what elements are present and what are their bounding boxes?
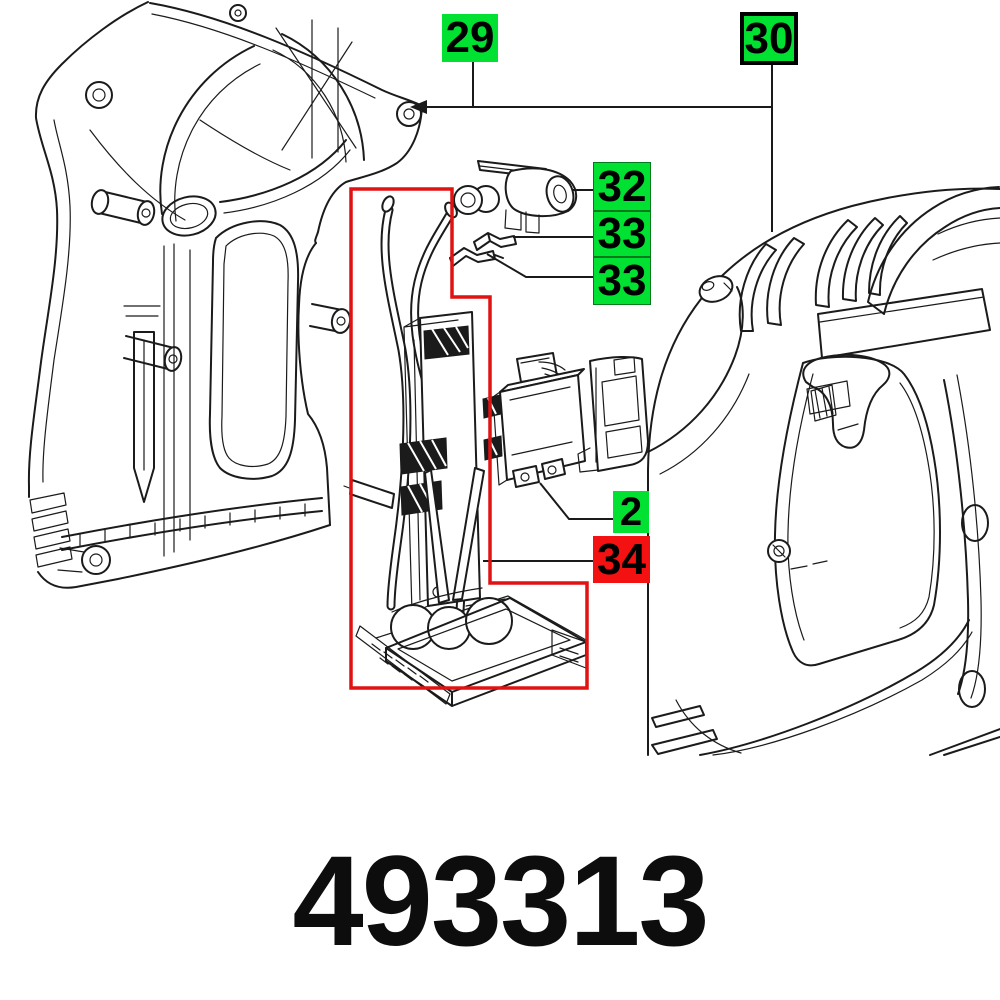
callout-29[interactable]: 29 [442, 14, 498, 62]
switch-block-part [482, 352, 649, 488]
callout-33-b[interactable]: 33 [593, 257, 651, 305]
battery-holder-drawing [343, 195, 587, 707]
callout-leader-lines [410, 62, 773, 562]
highlight-outline [349, 187, 589, 690]
contact-clip-1 [473, 232, 517, 251]
callout-34[interactable]: 34 [593, 536, 650, 583]
callout-32[interactable]: 32 [593, 162, 651, 211]
callout-33-a[interactable]: 33 [593, 211, 651, 257]
right-drill-drawing [647, 186, 1000, 756]
callout-2[interactable]: 2 [613, 491, 649, 533]
leader-arrowhead [410, 100, 427, 114]
callout-30[interactable]: 30 [740, 12, 798, 65]
switch-lever-part [453, 160, 578, 234]
part-number: 493313 [292, 830, 709, 973]
left-housing-drawing [27, 1, 423, 589]
boss-cylinders [90, 189, 352, 372]
